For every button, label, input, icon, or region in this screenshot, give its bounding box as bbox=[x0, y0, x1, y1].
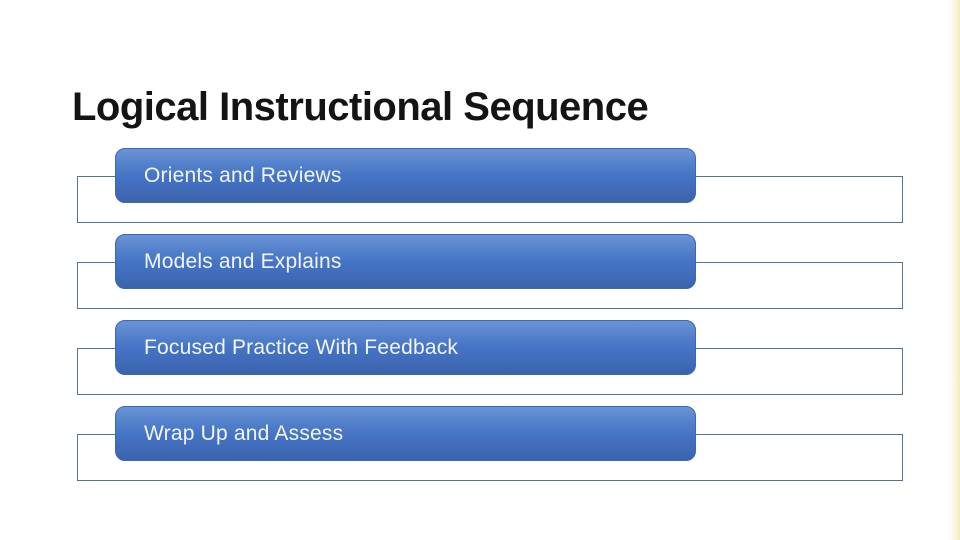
step-bar: Focused Practice With Feedback bbox=[115, 320, 696, 375]
step-label: Focused Practice With Feedback bbox=[144, 335, 459, 359]
sequence-step-4: Wrap Up and Assess bbox=[0, 406, 960, 492]
slide-title: Logical Instructional Sequence bbox=[72, 84, 649, 129]
step-label: Wrap Up and Assess bbox=[144, 421, 344, 445]
sequence-step-1: Orients and Reviews bbox=[0, 148, 960, 234]
sequence-step-2: Models and Explains bbox=[0, 234, 960, 320]
step-bar: Wrap Up and Assess bbox=[115, 406, 696, 461]
step-label: Models and Explains bbox=[144, 249, 342, 273]
step-label: Orients and Reviews bbox=[144, 163, 342, 187]
step-bar: Orients and Reviews bbox=[115, 148, 696, 203]
sequence-step-3: Focused Practice With Feedback bbox=[0, 320, 960, 406]
step-bar: Models and Explains bbox=[115, 234, 696, 289]
